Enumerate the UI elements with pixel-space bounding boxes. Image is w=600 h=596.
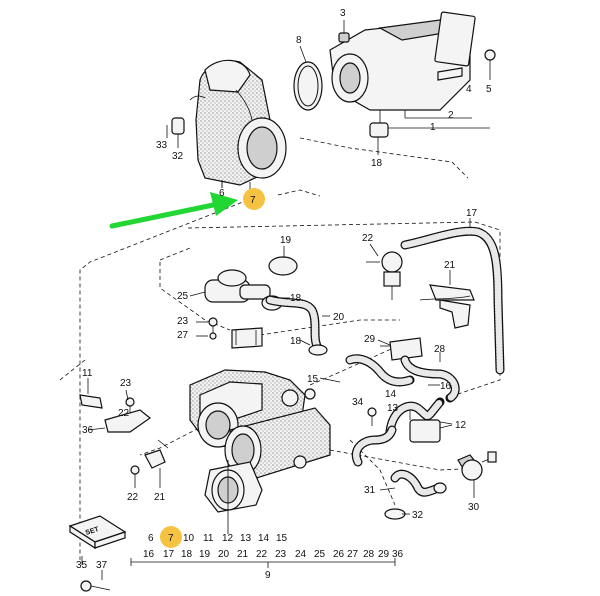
highlight-marker-bottom (160, 526, 182, 548)
row1-item: 13 (240, 533, 252, 544)
row2-item: 26 (333, 549, 345, 560)
row2-item: 23 (275, 549, 287, 560)
callout-30: 30 (468, 502, 480, 513)
hose-20 (265, 295, 328, 356)
row2-item: 20 (218, 549, 230, 560)
callout-22-bottom: 22 (127, 492, 139, 503)
assembly-number-9: 9 (265, 570, 271, 581)
callout-16: 16 (440, 381, 452, 392)
row2-item: 18 (181, 549, 193, 560)
callout-35: 35 (76, 560, 88, 571)
green-pointer-arrow (109, 192, 238, 229)
hose-31 (384, 469, 447, 520)
callout-33: 33 (156, 140, 168, 151)
callout-22-left: 22 (118, 408, 130, 419)
callout-15: 15 (307, 374, 319, 385)
callout-14: 14 (385, 389, 397, 400)
bolt-37 (80, 580, 111, 592)
callout-12: 12 (455, 420, 467, 431)
solenoid-29 (345, 337, 460, 403)
row2-item: 17 (163, 549, 175, 560)
callout-25: 25 (177, 291, 189, 302)
intake-manifold-upper (189, 59, 287, 190)
screws-23-27 (208, 317, 263, 349)
row1-item: 10 (183, 533, 195, 544)
row2-item: 16 (143, 549, 155, 560)
callout-32: 32 (172, 151, 184, 162)
vacuum-hose-17 (400, 226, 505, 375)
assembly-bracket-9 (130, 460, 396, 568)
callout-27: 27 (177, 330, 189, 341)
parts-number-row-1: 6 7 10 11 12 13 14 15 (148, 533, 288, 544)
callout-17: 17 (466, 208, 478, 219)
callout-18-lower: 18 (290, 336, 302, 347)
vacuum-valve-22 (366, 251, 403, 300)
callout-labels-middle: 17 19 22 21 25 18 20 23 27 29 28 18 15 1… (82, 208, 478, 503)
highlight-marker-top (243, 188, 265, 210)
row1-item: 14 (258, 533, 270, 544)
row1-item: 15 (276, 533, 288, 544)
callout-labels-top: 3 8 4 5 2 1 33 32 18 6 7 (156, 8, 492, 206)
parts-number-row-2: 16 17 18 19 20 21 22 23 24 25 26 27 28 2… (143, 549, 404, 560)
callout-21-bottom: 21 (154, 492, 166, 503)
valve-12 (351, 397, 453, 467)
row1-item: 11 (203, 533, 214, 544)
callout-22-top: 22 (362, 233, 374, 244)
leader-lines (81, 45, 471, 580)
row2-item: 28 (363, 549, 375, 560)
bracket-21-top (419, 284, 475, 329)
highlight-circle (243, 188, 265, 210)
row2-item: 22 (256, 549, 268, 560)
callout-11: 11 (82, 368, 93, 379)
small-parts-top (166, 20, 496, 155)
callout-37: 37 (96, 560, 108, 571)
highlight-circle-bottom (160, 526, 182, 548)
callout-18-mid: 18 (290, 293, 302, 304)
callout-36: 36 (82, 425, 94, 436)
row2-item: 27 (347, 549, 359, 560)
row2-item: 21 (237, 549, 249, 560)
callout-13: 13 (387, 403, 399, 414)
callout-23-top: 23 (177, 316, 189, 327)
row2-item: 19 (199, 549, 211, 560)
row1-item: 12 (222, 533, 234, 544)
callout-32-bottom: 32 (412, 510, 424, 521)
callout-6-top: 6 (219, 188, 225, 199)
callout-18-top: 18 (371, 158, 383, 169)
pressure-regulator-30 (457, 451, 497, 498)
row2-item: 24 (295, 549, 307, 560)
left-small-parts (79, 394, 169, 488)
callout-21-top: 21 (444, 260, 456, 271)
callout-29: 29 (364, 334, 376, 345)
callout-31: 31 (364, 485, 376, 496)
callout-3: 3 (340, 8, 346, 19)
callout-20: 20 (333, 312, 345, 323)
callout-8: 8 (296, 35, 302, 46)
row1-item: 6 (148, 533, 154, 544)
callout-1: 1 (430, 122, 436, 133)
clamp-ring-8 (293, 61, 323, 111)
callout-28: 28 (434, 344, 446, 355)
air-flow-meter (329, 11, 490, 129)
callout-23-left: 23 (120, 378, 132, 389)
callout-7-top: 7 (250, 195, 256, 206)
row1-item: 7 (168, 533, 174, 544)
callout-4: 4 (466, 84, 472, 95)
gasket-kit-label: SET (85, 526, 101, 537)
callout-labels-bottom: 31 30 32 35 37 SET (76, 485, 480, 571)
row2-item: 29 (378, 549, 390, 560)
callout-19: 19 (280, 235, 292, 246)
row2-item: 36 (392, 549, 404, 560)
row2-item: 25 (314, 549, 326, 560)
callout-2: 2 (448, 110, 454, 121)
callout-34: 34 (352, 397, 364, 408)
gasket-kit (68, 515, 127, 550)
callout-5: 5 (486, 84, 492, 95)
